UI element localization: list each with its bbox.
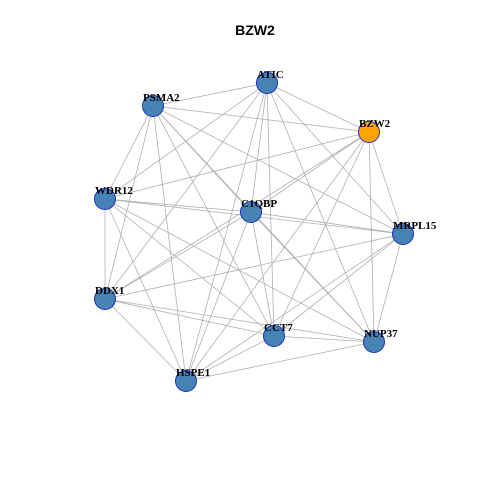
edge-psma2-ddx1 [104, 105, 154, 300]
edge-psma2-hspe1 [152, 105, 187, 382]
node-label-wdr12: WDR12 [95, 185, 133, 197]
edge-c1qbp-mrpl15 [250, 211, 404, 235]
node-label-c1qbp: C1QBP [241, 198, 277, 210]
edge-cct7-nup37 [273, 335, 375, 343]
node-label-mrpl15: MRPL15 [393, 220, 437, 232]
node-bzw2[interactable] [358, 121, 380, 143]
edge-c1qbp-ddx1 [104, 211, 252, 300]
edges-layer [104, 82, 404, 382]
edge-bzw2-c1qbp [250, 131, 370, 213]
node-label-hspe1: HSPE1 [176, 367, 210, 379]
edge-bzw2-wdr12 [104, 131, 370, 200]
edge-c1qbp-nup37 [250, 211, 375, 343]
edge-bzw2-cct7 [273, 131, 370, 337]
edge-psma2-atic [152, 82, 268, 107]
node-cct7[interactable] [263, 325, 285, 347]
edge-ddx1-hspe1 [104, 298, 187, 382]
edge-bzw2-nup37 [368, 131, 375, 343]
node-c1qbp[interactable] [240, 201, 262, 223]
edge-c1qbp-cct7 [250, 211, 275, 337]
node-atic[interactable] [256, 72, 278, 94]
edge-wdr12-nup37 [104, 198, 375, 343]
nodes-layer [94, 72, 414, 392]
edge-atic-wdr12 [104, 82, 268, 200]
edge-wdr12-c1qbp [104, 198, 252, 213]
edge-atic-ddx1 [104, 82, 268, 300]
edge-psma2-cct7 [152, 105, 275, 337]
edge-atic-nup37 [266, 82, 375, 343]
edge-bzw2-ddx1 [104, 131, 370, 300]
edge-mrpl15-cct7 [273, 233, 404, 337]
node-label-ddx1: DDX1 [95, 285, 124, 297]
edge-mrpl15-nup37 [373, 233, 404, 343]
edge-ddx1-nup37 [104, 298, 375, 343]
node-label-psma2: PSMA2 [143, 92, 180, 104]
edge-ddx1-cct7 [104, 298, 275, 337]
node-label-nup37: NUP37 [364, 328, 398, 340]
node-label-bzw2: BZW2 [359, 118, 391, 130]
diagram-title: BZW2 [235, 22, 275, 38]
node-hspe1[interactable] [175, 370, 197, 392]
node-ddx1[interactable] [94, 288, 116, 310]
edge-c1qbp-hspe1 [185, 211, 252, 382]
node-label-atic: ATIC [257, 69, 284, 81]
edge-mrpl15-hspe1 [185, 233, 404, 382]
node-psma2[interactable] [142, 95, 164, 117]
edge-atic-cct7 [266, 82, 275, 337]
edge-atic-hspe1 [185, 82, 268, 382]
node-label-cct7: CCT7 [264, 322, 293, 334]
edge-psma2-wdr12 [104, 105, 154, 200]
edge-wdr12-cct7 [104, 198, 275, 337]
edge-psma2-mrpl15 [152, 105, 404, 235]
edge-mrpl15-ddx1 [104, 233, 404, 300]
edge-nup37-hspe1 [185, 341, 375, 382]
edge-bzw2-mrpl15 [368, 131, 404, 235]
node-wdr12[interactable] [94, 188, 116, 210]
node-mrpl15[interactable] [392, 223, 414, 245]
edge-atic-bzw2 [266, 82, 370, 133]
edge-cct7-hspe1 [185, 335, 275, 382]
node-nup37[interactable] [363, 331, 385, 353]
edge-psma2-bzw2 [152, 105, 370, 133]
edge-atic-mrpl15 [266, 82, 404, 235]
edge-bzw2-hspe1 [185, 131, 370, 382]
edge-atic-c1qbp [250, 82, 268, 213]
